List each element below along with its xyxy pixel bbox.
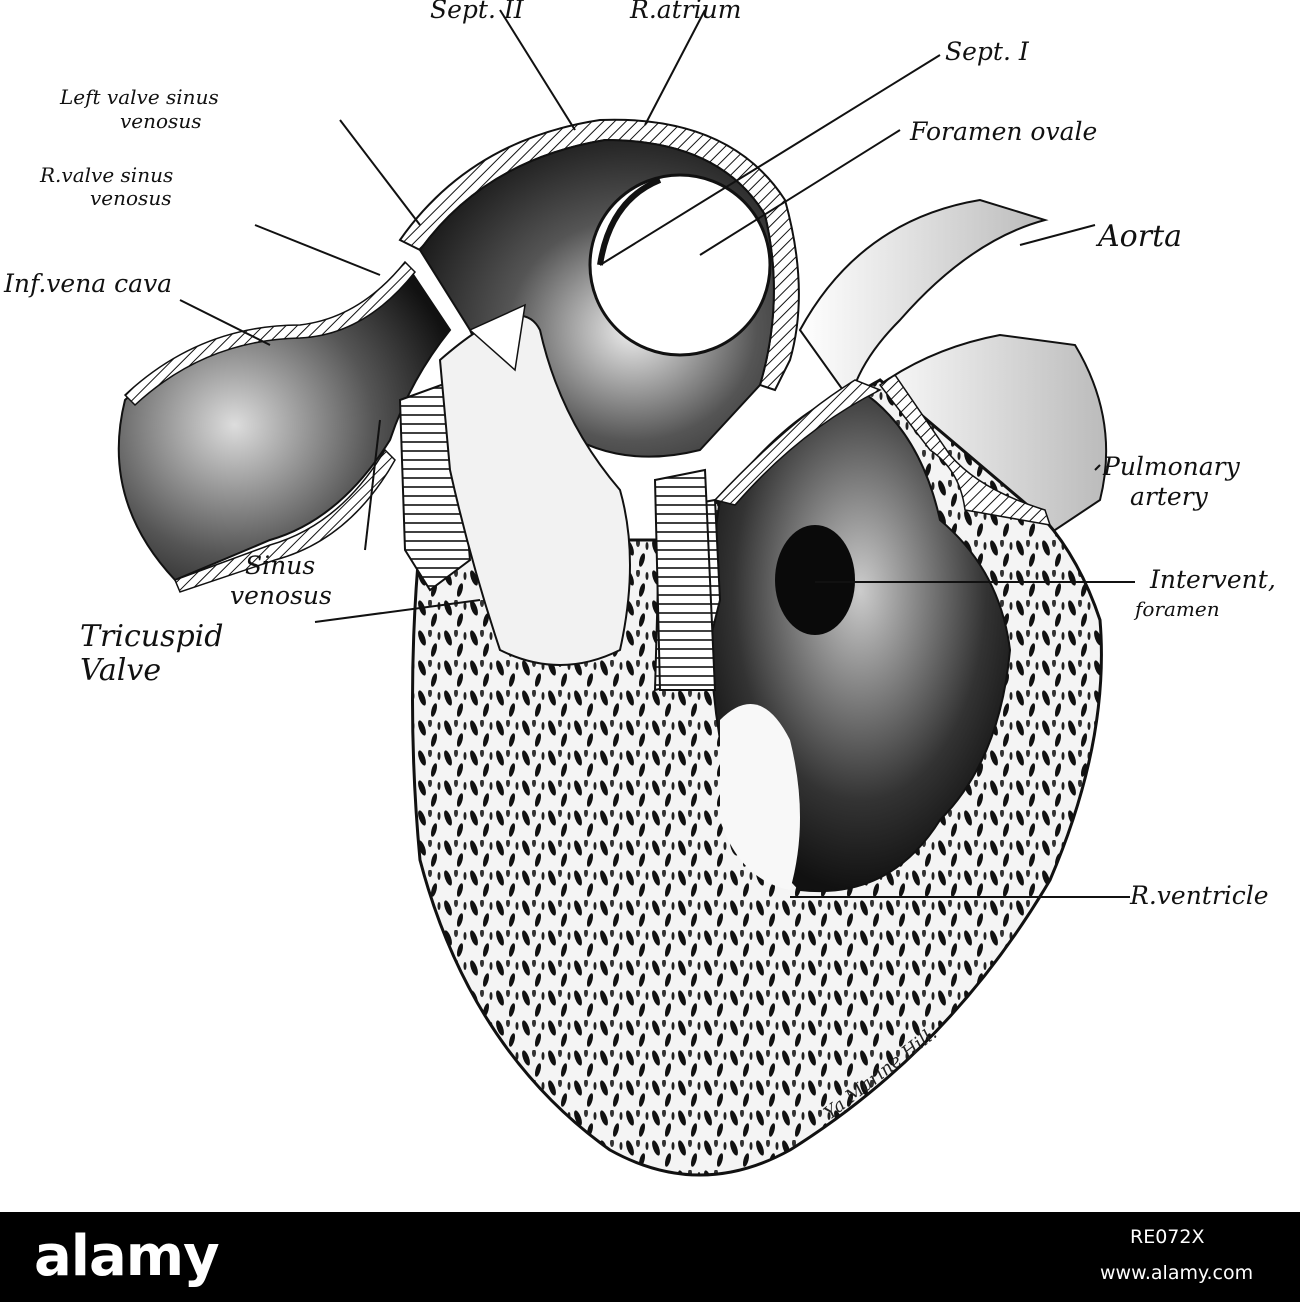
ventricle-wall-top bbox=[713, 379, 882, 506]
interventricular-foramen-hole bbox=[775, 525, 855, 635]
ventricle-light-area bbox=[720, 704, 800, 890]
atrial-septum-wall-right bbox=[653, 468, 717, 691]
valve-flap-tip bbox=[468, 303, 526, 372]
label-left-valve-line2: venosus bbox=[120, 109, 201, 133]
label-r-valve-line2: venosus bbox=[90, 186, 171, 210]
label-left-valve-line1: Left valve sinus bbox=[59, 85, 219, 109]
site-url-text: www.alamy.com bbox=[1100, 1262, 1254, 1284]
label-pulmonary-line2: artery bbox=[1130, 482, 1209, 511]
label-inf-vena-cava: Inf.vena cava bbox=[3, 269, 172, 298]
label-pulmonary-line1: Pulmonary bbox=[1102, 452, 1241, 481]
label-sinus-line2: venosus bbox=[230, 581, 332, 610]
label-aorta: Aorta bbox=[1095, 219, 1182, 254]
valve-flap bbox=[438, 314, 631, 666]
brand-logo: alamy bbox=[34, 1224, 220, 1289]
image-id-text: RE072X bbox=[1130, 1226, 1205, 1248]
label-r-atrium: R.atrium bbox=[629, 0, 741, 24]
label-tricuspid-line1: Tricuspid bbox=[80, 619, 223, 654]
watermark-footer: alamy RE072X www.alamy.com bbox=[0, 1212, 1300, 1302]
label-intervent-line1: Intervent, bbox=[1149, 565, 1276, 594]
label-tricuspid-line2: Valve bbox=[80, 653, 161, 688]
aorta-vessel bbox=[798, 198, 1049, 403]
heart-section-diagram: Sept. II R.atrium Sept. I Left valve sin… bbox=[3, 0, 1276, 1177]
label-sinus-line1: Sinus bbox=[245, 551, 315, 580]
label-foramen-ovale: Foramen ovale bbox=[909, 117, 1097, 146]
septum-primum-edge bbox=[597, 177, 662, 266]
label-intervent-line2: foramen bbox=[1133, 597, 1220, 621]
vena-cava-wall-top bbox=[123, 260, 417, 407]
leader-lines bbox=[179, 9, 1135, 898]
label-sept-i: Sept. I bbox=[945, 37, 1030, 66]
label-r-ventricle: R.ventricle bbox=[1129, 881, 1269, 910]
ventricle-wall-right bbox=[878, 373, 1052, 526]
label-r-valve-line1: R.valve sinus bbox=[39, 163, 173, 187]
label-sept-ii: Sept. II bbox=[430, 0, 525, 24]
foramen-ovale-opening bbox=[588, 173, 772, 357]
vena-cava-wall-bottom bbox=[174, 448, 396, 593]
